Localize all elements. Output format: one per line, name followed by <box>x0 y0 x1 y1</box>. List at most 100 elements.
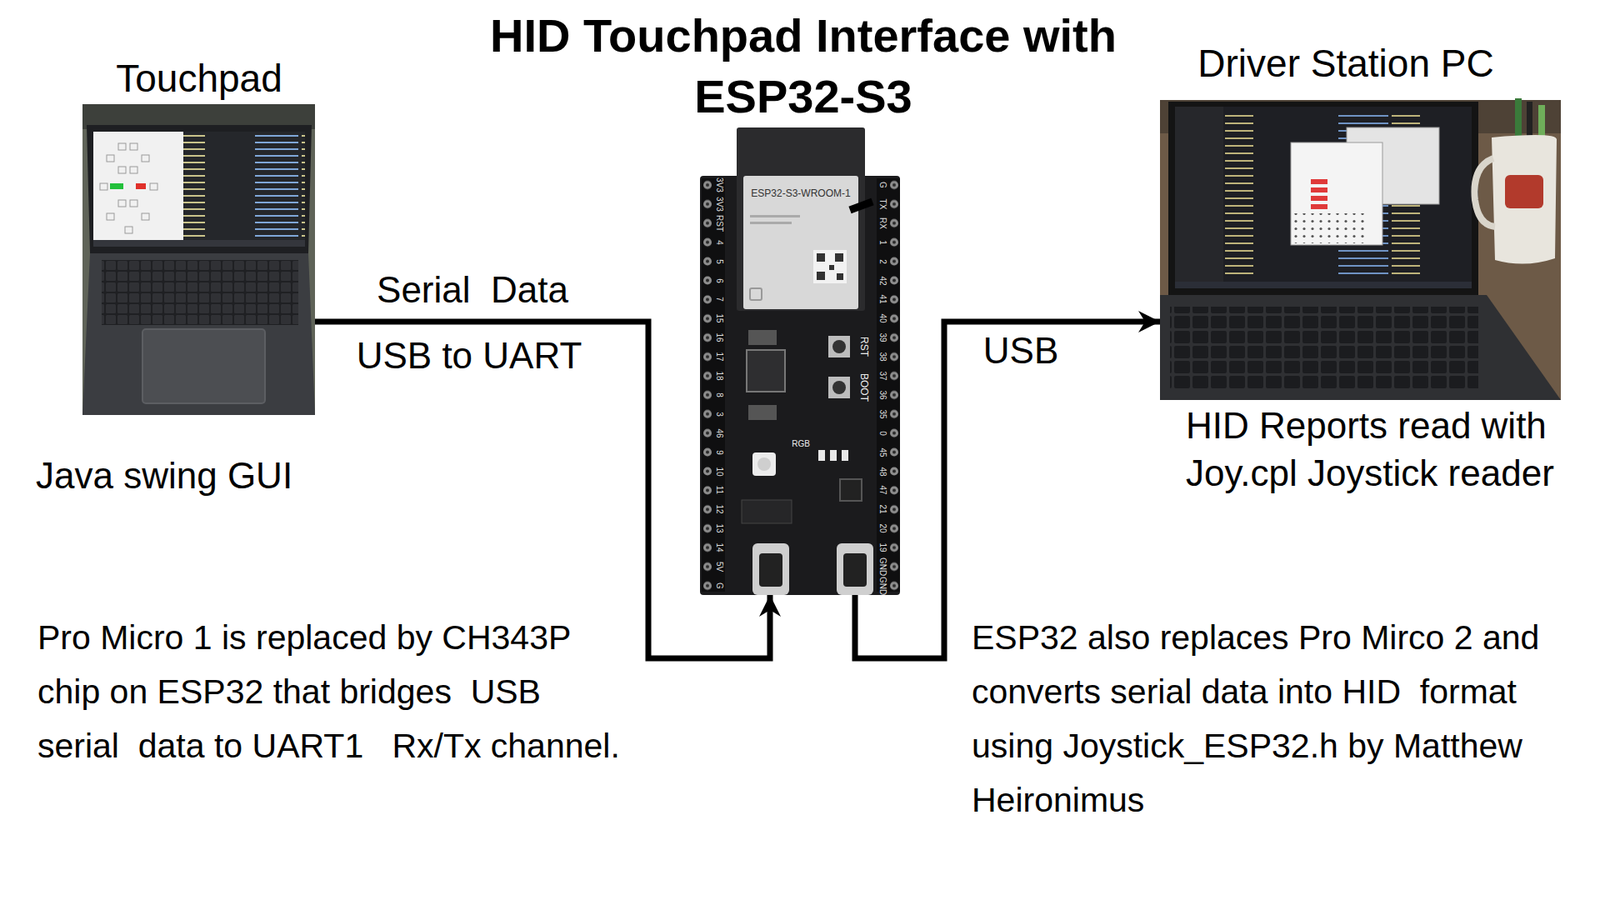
driver-station-laptop-photo-part <box>1505 175 1544 209</box>
pin-label: 42 <box>878 275 888 285</box>
driver-station-laptop-photo-part <box>1160 295 1561 400</box>
esp32-s3-board-part <box>830 450 837 461</box>
pin-label-slot: 5 <box>715 259 725 265</box>
node-text-slot: BOOT <box>858 373 870 402</box>
pin-label-slot: 15 <box>715 314 725 324</box>
touchpad-laptop-photo-part-part <box>118 143 126 150</box>
pin-label: 48 <box>878 466 888 476</box>
esp32-s3-board <box>700 127 900 595</box>
note-text-slot: Pro Micro 1 is replaced by CH343P chip o… <box>37 610 630 774</box>
touchpad-laptop-photo-part-part <box>130 143 138 150</box>
touchpad-laptop-photo-part <box>142 329 265 404</box>
pin-label: 12 <box>715 505 725 515</box>
node-text-slot: RST <box>858 336 870 357</box>
esp32-s3-board-part <box>752 543 790 595</box>
edge-label-slot: Serial Data <box>373 267 572 312</box>
pin-label: 11 <box>715 485 725 495</box>
touchpad-laptop-photo-part <box>93 131 184 245</box>
pin-label: 39 <box>878 333 888 343</box>
pin-label-slot: 10 <box>715 466 725 476</box>
edge-label: Serial Data <box>373 267 572 312</box>
node-text: Java swing GUI <box>35 453 293 498</box>
esp32-s3-board-part <box>748 405 777 420</box>
esp32-s3-board-part <box>843 553 867 587</box>
pin-label: 2 <box>878 259 888 265</box>
node-text-slot: ESP32-S3-WROOM-1 <box>750 187 850 200</box>
pin-label: RST <box>715 215 725 232</box>
esp32-s3-board-part <box>750 215 800 218</box>
touchpad-laptop-photo-part-part <box>106 155 115 162</box>
pin-label: TX <box>878 199 888 210</box>
pin-label-slot: 41 <box>878 295 888 305</box>
node-text-slot: Touchpad <box>115 55 283 102</box>
touchpad-node: TouchpadJava swing GUI <box>31 50 315 509</box>
pin-label: 1 <box>878 240 888 245</box>
pin-label: 21 <box>878 505 888 515</box>
pin-label-slot: RST <box>715 215 725 232</box>
pin-label: 20 <box>878 524 888 534</box>
node-text: RGB <box>791 439 810 450</box>
pin-label: 6 <box>715 278 725 284</box>
esp32-s3-board-part <box>816 253 825 262</box>
esp32-s3-board-part <box>752 452 776 476</box>
pin-label-slot: 18 <box>715 370 725 380</box>
pin-label-slot: 13 <box>715 524 725 534</box>
pin-label-slot: 2 <box>878 259 888 265</box>
driver-station-laptop-photo-part <box>1175 106 1224 282</box>
esp32-s3-board-part <box>840 479 862 501</box>
pin-label: 17 <box>715 352 725 362</box>
pin-label-slot: 40 <box>878 314 888 324</box>
pin-label: 38 <box>878 352 888 362</box>
note-text: ESP32 also replaces Pro Mirco 2 and conv… <box>971 610 1589 828</box>
driver-station-laptop-photo-part <box>1175 106 1472 282</box>
pin-label: G <box>878 181 888 189</box>
touchpad-laptop-photo-part-part <box>125 226 133 234</box>
esp32-s3-board-part <box>700 175 900 595</box>
driver-station-laptop-photo-part <box>1526 101 1533 140</box>
touchpad-laptop-photo-part <box>100 143 158 234</box>
pin-label: 5 <box>715 259 725 265</box>
pin-label: 41 <box>878 295 888 305</box>
pin-label: GND <box>878 557 888 576</box>
pin-label-slot: 9 <box>715 450 725 455</box>
pin-label-slot: GND <box>878 557 888 576</box>
pin-label-slot: 8 <box>715 392 725 398</box>
pin-label-slot: 3V3 <box>715 196 725 212</box>
pin-label-slot: 20 <box>878 524 888 534</box>
esp32-s3-board-part <box>743 175 859 310</box>
edge-label-slot: USB <box>980 328 1062 373</box>
pin-label-slot: 47 <box>878 485 888 495</box>
driver-station-laptop-photo-part <box>1310 187 1328 193</box>
pin-label-slot: 21 <box>878 505 888 515</box>
pin-label-slot: G <box>715 582 725 590</box>
pin-label-slot: 37 <box>878 370 888 380</box>
node-text: HID Reports read with Joy.cpl Joystick r… <box>1185 401 1561 497</box>
driver-station-laptop-photo-part <box>1168 101 1479 295</box>
driver-station-laptop-photo-part <box>1515 98 1522 140</box>
pin-label-slot: 7 <box>715 297 725 303</box>
pin-label: 15 <box>715 314 725 324</box>
pin-label-slot: 3 <box>715 411 725 417</box>
pin-label-slot: 12 <box>715 505 725 515</box>
esp32-s3-board-part <box>835 253 844 262</box>
driver-station-laptop-photo-part <box>1160 100 1561 400</box>
driver-station-laptop-photo-part <box>1538 105 1545 140</box>
pin-label: 0 <box>878 430 888 436</box>
pin-label-slot: 36 <box>878 390 888 400</box>
esp32-s3-board-part <box>836 273 844 280</box>
pin-label-slot: 4 <box>715 240 725 245</box>
pin-label: 40 <box>878 314 888 324</box>
touchpad-laptop-photo-part-part <box>150 183 158 190</box>
touchpad-laptop-photo-part-part <box>118 166 126 174</box>
pin-label: 4 <box>715 240 725 245</box>
pin-label: 16 <box>715 333 725 343</box>
pin-label-slot: 35 <box>878 409 888 419</box>
touchpad-laptop-photo-part-part <box>130 166 138 174</box>
esp32-s3-board-part <box>750 221 792 225</box>
pin-label: 5V <box>715 561 725 572</box>
driver-station-laptop-photo-part <box>1290 213 1366 244</box>
pin-label-slot: TX <box>878 199 888 210</box>
diagram-title: HID Touchpad Interface with ESP32-S3 <box>486 5 1120 127</box>
touchpad-laptop-photo-part <box>82 253 315 415</box>
touchpad-laptop-photo-part <box>93 240 305 247</box>
